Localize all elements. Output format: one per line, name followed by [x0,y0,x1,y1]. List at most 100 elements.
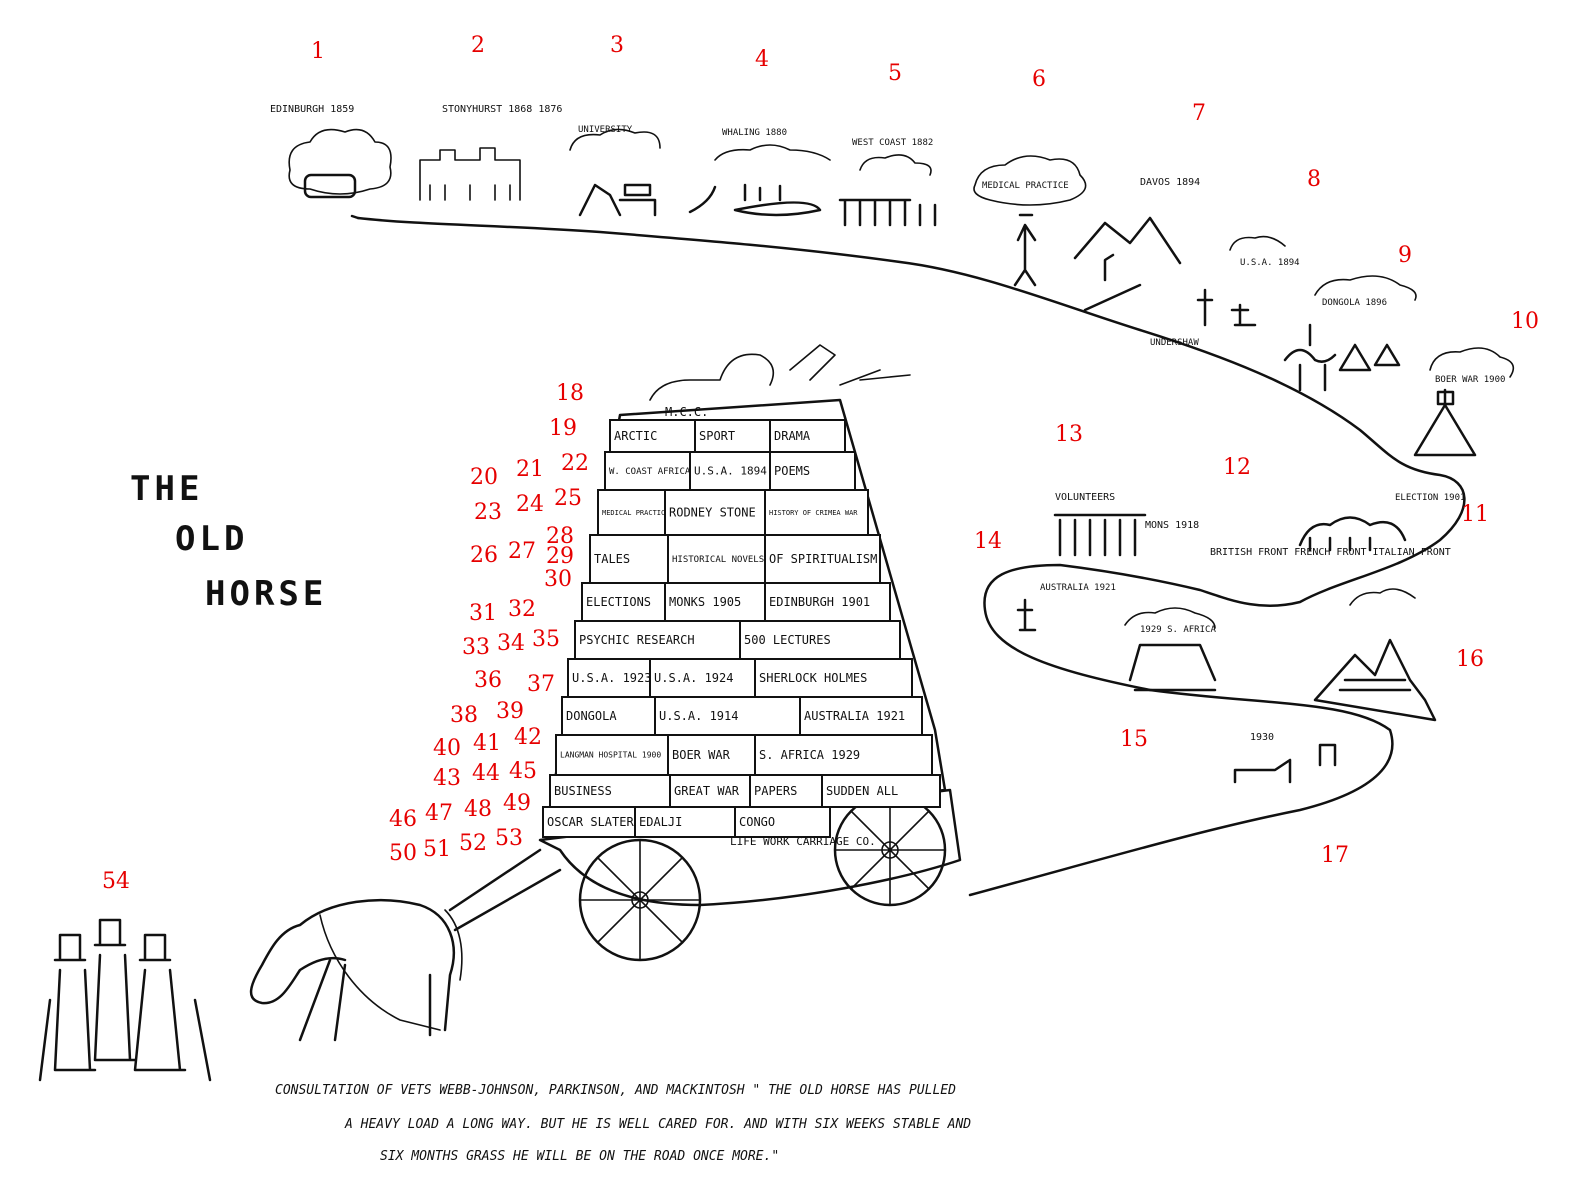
thought-cloud [714,144,831,161]
caption-line-1: CONSULTATION OF VETS WEBB-JOHNSON, PARKI… [275,1083,956,1098]
number-marker-41: 41 [473,731,501,756]
load-brick [597,489,666,536]
scene-whaling: WHALING 1880 [688,128,831,217]
load-brick-label: OSCAR SLATER [547,815,634,829]
load-brick [821,774,941,808]
number-marker-45: 45 [509,759,537,784]
scene-stonyhurst: STONYHURST 1868 1876 [419,104,562,201]
number-marker-3: 3 [610,33,624,58]
number-marker-38: 38 [450,703,478,728]
number-marker-31: 31 [469,601,497,626]
thought-cloud [859,154,932,176]
scene-label: VOLUNTEERS [1055,492,1115,503]
scene-election: ELECTION 1901 [1298,493,1465,552]
load-brick [764,534,881,584]
load-brick-label: PSYCHIC RESEARCH [579,633,695,647]
load-brick [667,534,766,584]
scene-label: BOER WAR 1900 [1435,375,1505,385]
family-figures-icon [1196,288,1257,327]
number-marker-49: 49 [503,791,531,816]
number-marker-6: 6 [1032,67,1046,92]
road-upper-line [356,216,1466,897]
load-brick-label: EDALJI [639,815,682,829]
scene-volunteers: VOLUNTEERS [1053,492,1147,557]
number-marker-16: 16 [1456,647,1484,672]
thought-cloud [1314,275,1417,301]
title-line-1: THE [130,469,203,509]
scene-label: STONYHURST 1868 1876 [442,104,562,115]
whaleboat-icon [688,183,822,217]
number-marker-33: 33 [462,635,490,660]
load-brick-label: SHERLOCK HOLMES [759,671,867,685]
number-marker-53: 53 [495,826,523,851]
load-brick-label: BOER WAR [672,748,731,762]
load-brick [634,806,736,838]
cart-label: LIFE WORK CARRIAGE CO. [730,835,876,848]
load-brick-label: DRAMA [774,429,811,443]
scene-label: MONS 1918 [1145,520,1199,531]
load-brick-label: U.S.A. 1923 [572,671,651,685]
number-marker-32: 32 [508,597,536,622]
caption-line-2: A HEAVY LOAD A LONG WAY. BUT HE IS WELL … [344,1117,971,1132]
load-brick-label: U.S.A. 1894 [694,465,767,478]
vet-right [133,933,212,1082]
crowd-icon [1298,516,1407,552]
thought-cloud [973,155,1087,206]
scene-dongola: DONGOLA 1896 [1283,275,1417,392]
camel-rider-icon [1283,323,1337,392]
sickbed-icon [1233,743,1337,784]
horse-body [249,898,455,1042]
scene-label: AUSTRALIA 1921 [1040,583,1116,593]
soldiers-icon [1053,513,1147,557]
load-brick-label: LANGMAN HOSPITAL 1900 [560,751,661,760]
number-marker-13: 13 [1055,422,1083,447]
scene-west-coast: WEST COAST 1882 [838,138,937,227]
number-marker-40: 40 [433,736,461,761]
vet-middle [93,918,137,1062]
number-marker-29: 29 [546,544,574,569]
number-marker-48: 48 [464,797,492,822]
vet-left [38,933,97,1082]
caption: CONSULTATION OF VETS WEBB-JOHNSON, PARKI… [275,1083,971,1164]
mountains-icon [1073,216,1182,312]
scene-1930: 1930 [1233,732,1337,784]
road [350,214,1466,897]
number-marker-17: 17 [1321,843,1349,868]
wheel-spokes [579,839,701,961]
load-top-label: M.C.C. [665,405,708,419]
traveller-figure-icon [1016,598,1037,632]
number-marker-18: 18 [556,381,584,406]
number-marker-28: 28 [546,524,574,549]
load-brick [769,419,846,453]
scene-boer-war: BOER WAR 1900 [1413,347,1515,457]
number-marker-15: 15 [1120,727,1148,752]
horse-tail [444,909,463,981]
thought-cloud [288,128,392,195]
title-line-3: HORSE [205,574,327,614]
scene-label: BRITISH FRONT FRENCH FRONT ITALIAN FRONT [1210,547,1451,558]
number-marker-23: 23 [474,500,502,525]
number-marker-21: 21 [516,457,544,482]
peak-crowd-icon [1313,638,1437,722]
scene-label: UNDERSHAW [1150,338,1199,348]
road-lower-line [350,214,360,220]
title: THE OLD HORSE [130,469,327,614]
load-brick-label: GREAT WAR [674,784,740,798]
number-marker-20: 20 [470,465,498,490]
load-brick-label: SPORT [699,429,735,443]
load-brick [567,658,651,698]
scene-spirit-peak [1313,588,1437,722]
load-brick [764,582,891,622]
number-marker-1: 1 [311,39,325,64]
tent-icon [1413,388,1477,457]
load-brick-label: S. AFRICA 1929 [759,748,860,762]
scene-university: UNIVERSITY [569,125,661,217]
load-brick-label: CONGO [739,815,775,829]
three-vets [38,918,212,1082]
number-marker-7: 7 [1192,101,1206,126]
number-marker-25: 25 [554,486,582,511]
load-brick-label: EDINBURGH 1901 [769,595,870,609]
number-marker-46: 46 [389,807,417,832]
